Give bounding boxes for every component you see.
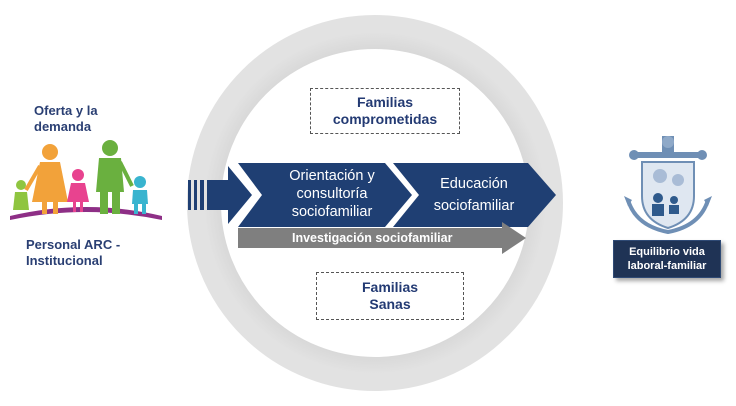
committed-families-box: Familias comprometidas [310,88,460,134]
chevron-education-label: Educación sociofamiliar [433,176,515,214]
entry-arrow [188,166,252,224]
work-life-balance-box: Equilibrio vida laboral-familiar [613,240,721,278]
chevron-education [393,163,556,227]
research-bar-label: Investigación sociofamiliar [292,231,453,245]
chevron-orientation-label: Orientación y consultoría sociofamiliar [289,168,375,220]
anchor-emblem-icon [624,136,712,234]
healthy-families-box: Familias Sanas [316,272,464,320]
research-bar [238,222,526,254]
demand-label: Oferta y la demanda [34,103,98,134]
family-icon [10,140,162,220]
chevron-orientation [238,163,412,227]
personnel-label: Personal ARC - Institucional [26,237,121,268]
